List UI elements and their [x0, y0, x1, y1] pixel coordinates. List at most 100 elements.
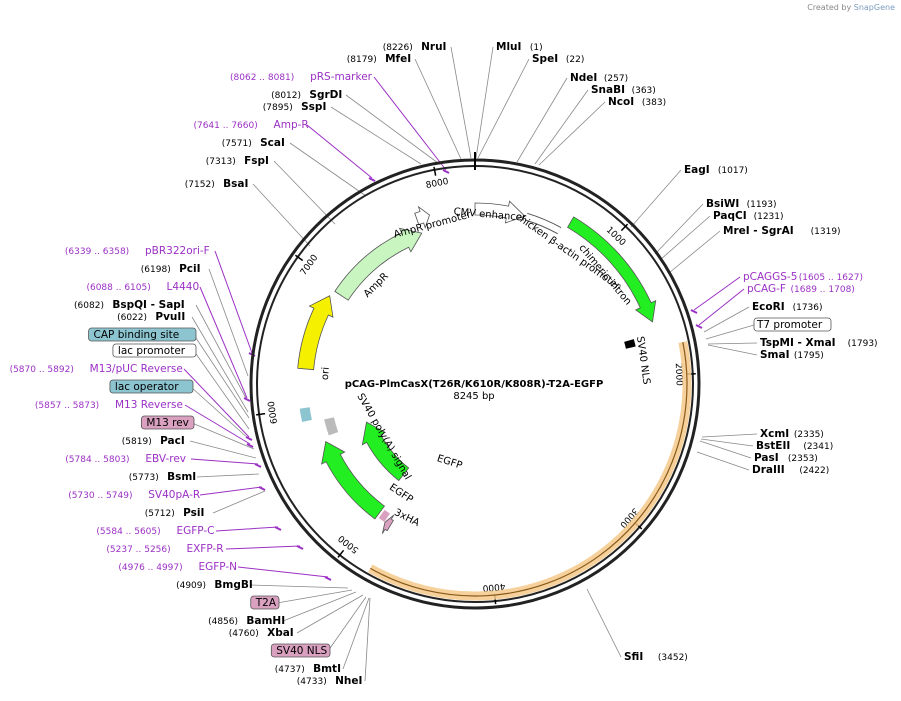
site-bsiwi-position: (1193) [747, 200, 777, 210]
site-pcii-leader [208, 268, 249, 377]
site-mfei-position: (8179) [347, 55, 377, 65]
site-draiii-leader [696, 451, 750, 471]
site-prs-marker-name: pRS-marker [310, 71, 373, 83]
site-prs-marker-position: (8062 .. 8081) [230, 73, 294, 83]
site-paci-leader [189, 440, 257, 459]
site-bsmi-name: BsmI [167, 471, 196, 483]
site-eagi-position: (1017) [718, 166, 748, 176]
site-prs-marker-marker [442, 169, 450, 174]
tick-7000 [294, 254, 304, 262]
site-ecori-leader [703, 306, 750, 333]
feature-sv40-poly-a-signal-label: SV40 poly(A) signal [354, 392, 412, 482]
site-ndei-position: (257) [604, 74, 628, 84]
site-xcmi-name: XcmI [760, 428, 789, 440]
site-psii-leader [212, 490, 266, 514]
site-lac-operator-name: lac operator [115, 381, 179, 393]
site-mrei-sgrai-name: MreI - SgrAI [723, 225, 794, 237]
site-egfp-n-marker [324, 576, 332, 581]
site-ecori-position: (1736) [793, 303, 823, 313]
site-psii-position: (5712) [145, 509, 175, 519]
snapgene-credit: Created by SnapGene [807, 3, 895, 12]
site-spei-leader [477, 58, 530, 159]
site-bsai-leader [252, 183, 311, 247]
feature-ampr [334, 227, 423, 301]
feature-egfp-inner-label: EGFP [436, 453, 464, 471]
site-scai-leader [289, 142, 367, 197]
site-m13-reverse-name: M13 Reverse [115, 399, 183, 411]
site-pcii-position: (6198) [141, 265, 171, 275]
site-egfp-c-name: EGFP-C [176, 525, 214, 537]
site-paci-position: (5819) [122, 437, 152, 447]
tick-label-8000: 8000 [425, 177, 450, 191]
site-paqci-leader [659, 215, 711, 261]
site-smai-position: (1795) [794, 351, 824, 361]
site-sfii-leader [586, 588, 622, 658]
backbone-ring [249, 152, 701, 610]
feature-egfp-outer [321, 441, 386, 520]
site-sgrdi-leader [345, 94, 439, 164]
site-snabi-position: (363) [632, 86, 656, 96]
credit-prefix: Created by [807, 3, 852, 12]
site-bsteii-name: BstEII [756, 440, 790, 452]
site-draiii-position: (2422) [799, 466, 829, 476]
site-t7-promoter-leader [705, 324, 755, 340]
site-sgrdi-position: (8012) [271, 91, 301, 101]
site-sfii-position: (3452) [658, 653, 688, 663]
site-xbai-name: XbaI [267, 627, 294, 639]
site-m13-rev-box [140, 415, 195, 430]
site-sv40-nls-leader [327, 596, 367, 652]
site-tspmi-xmai-position: (1793) [848, 339, 878, 349]
site-bspqi-sapi-name: BspQI - SapI [112, 299, 184, 311]
site-cap-binding-site-box [88, 327, 197, 342]
site-ndei-name: NdeI [570, 72, 597, 84]
site-amp-r-marker [368, 177, 376, 182]
site-m13-reverse-marker [246, 443, 254, 448]
plasmid-size: 8245 bp [453, 391, 494, 402]
site-bsmi-leader [196, 473, 260, 478]
site-pcag-f-marker [695, 324, 703, 329]
site-scai-name: ScaI [260, 137, 285, 149]
site-ebv-rev-leader [190, 458, 259, 465]
site-tspmi-xmai-name: TspMI - XmaI [760, 337, 836, 349]
feature-sv40-nls [624, 339, 636, 349]
site-eagi-name: EagI [684, 164, 710, 176]
site-t7-promoter-name: T7 promoter [756, 319, 823, 331]
site-t7-promoter-box [753, 317, 832, 332]
site-bsteii-position: (2341) [803, 442, 833, 452]
site-labels: NruI(8226)MfeI(8179)MluI(1)SpeI(22)NdeI(… [10, 41, 878, 687]
site-paci-name: PacI [160, 435, 185, 447]
feature-plmcasx-edge [370, 341, 688, 597]
site-cap-binding-site-name: CAP binding site [94, 329, 180, 341]
site-paqci-position: (1231) [754, 212, 784, 222]
site-sv40pa-r-position: (5730 .. 5749) [68, 491, 132, 501]
site-exfp-r-marker [296, 545, 304, 550]
feature-3xha-label: 3xHA [392, 507, 421, 529]
site-mlui-name: MluI [496, 41, 521, 53]
site-pcaggs-5-leader [693, 276, 741, 311]
feature-sv40-nls-label: SV40 NLS [634, 336, 652, 386]
site-pasi-name: PasI [754, 452, 779, 464]
site-spei-name: SpeI [532, 53, 558, 65]
site-bspqi-sapi-position: (6082) [74, 301, 104, 311]
site-mrei-sgrai-position: (1319) [811, 227, 841, 237]
feature-ori-label: ori [320, 367, 332, 381]
site-t2a-box [250, 595, 280, 610]
site-draiii-name: DraIII [752, 464, 785, 476]
site-ebv-rev-marker [254, 463, 262, 468]
site-sv40-nls-box [270, 643, 331, 658]
site-amp-r-position: (7641 .. 7660) [193, 121, 257, 131]
site-mlui-position: (1) [530, 43, 543, 53]
site-bsai-position: (7152) [185, 180, 215, 190]
site-lac-operator-leader [190, 386, 251, 441]
feature-t2a [378, 509, 390, 522]
site-m13-puc-reverse-leader [183, 368, 250, 438]
site-bsiwi-leader [654, 203, 704, 255]
site-nrui-position: (8226) [383, 43, 413, 53]
site-exfp-r-leader [225, 545, 301, 550]
site-paqci-name: PaqCI [713, 210, 747, 222]
site-prs-marker-leader [373, 76, 447, 171]
site-mrei-sgrai-leader [668, 230, 721, 274]
site-mlui-leader [475, 46, 494, 159]
site-fspi-leader [273, 160, 336, 225]
